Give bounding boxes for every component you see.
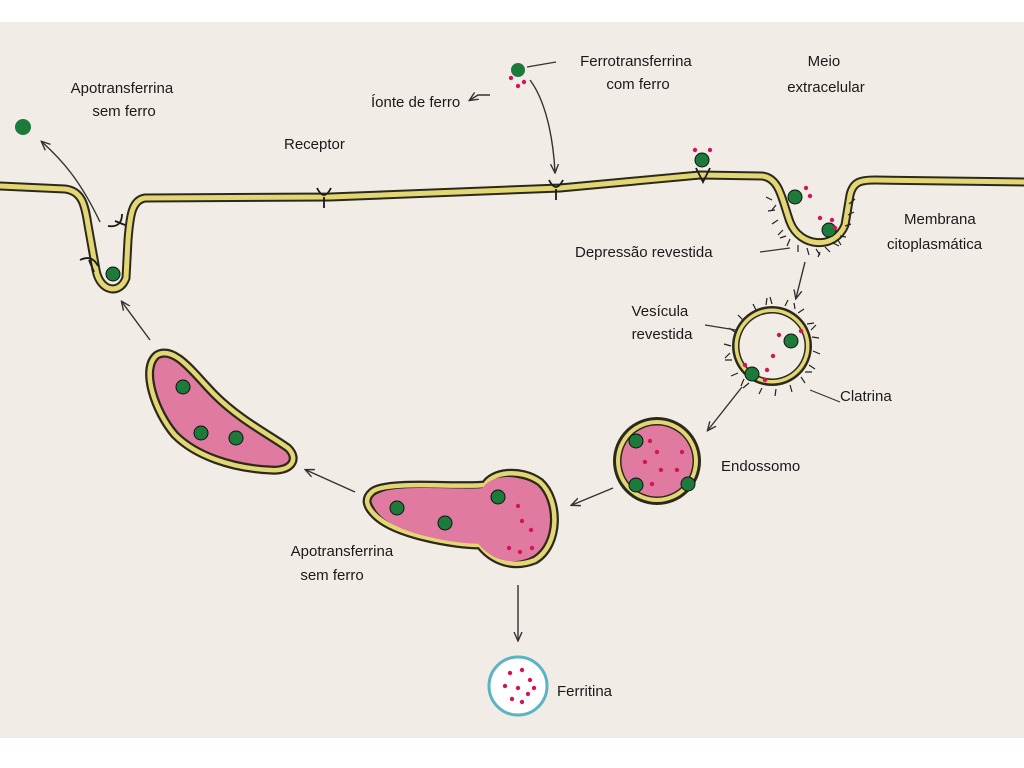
label-membrane: Membrana citoplasmática: [887, 211, 983, 253]
label-receptor: Receptor: [284, 136, 345, 153]
label-apotransferrin-bottom: Apotransferrina sem ferro: [291, 543, 398, 584]
ferritin: [487, 655, 549, 717]
label-endosome: Endossomo: [721, 458, 800, 475]
iron-ion-icon: [508, 75, 838, 231]
label-extracellular: Meio extracelular: [787, 53, 865, 96]
transferrin-icon: [15, 63, 837, 282]
label-pointers: [526, 61, 841, 403]
recycling-vesicle: [145, 348, 298, 475]
label-coated-vesicle: Vesícula revestida: [632, 303, 694, 343]
label-clathrin: Clatrina: [840, 388, 892, 405]
label-iron-ion: Íonte de ferro: [371, 94, 460, 111]
clathrin-coat-icon: [765, 196, 856, 258]
endosome: [613, 417, 701, 505]
label-coated-pit: Depressão revestida: [575, 244, 713, 261]
label-apotransferrin-top: Apotransferrina sem ferro: [71, 80, 178, 120]
sorting-endosome: [362, 468, 559, 569]
label-ferrotransferrin: Ferrotransferrina com ferro: [580, 53, 696, 93]
coated-vesicle: [723, 296, 821, 397]
label-ferritin: Ferritina: [557, 683, 613, 700]
receptor-icon: [79, 167, 711, 273]
arrow-icon: [42, 79, 806, 640]
